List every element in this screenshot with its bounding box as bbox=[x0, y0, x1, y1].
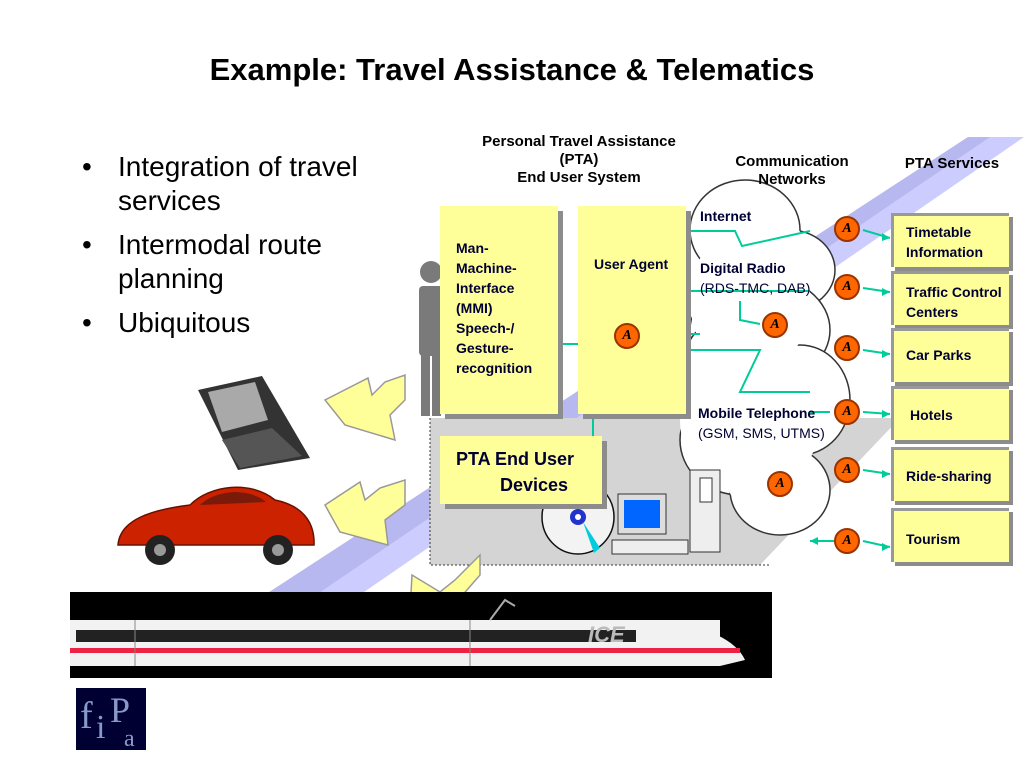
mmi-label-line: Machine- bbox=[456, 260, 517, 276]
service-label: Timetable bbox=[906, 224, 972, 240]
pta-boundary bbox=[429, 418, 770, 566]
service-ride-sharing: Ride-sharing bbox=[891, 447, 1009, 501]
networks-header-line: Networks bbox=[758, 171, 826, 188]
mmi-label-line: Interface bbox=[456, 280, 515, 296]
fipa-logo-mark: f i P a bbox=[80, 690, 135, 752]
service-timetable: Timetable Information bbox=[891, 213, 1009, 267]
bullet-item: Intermodal route planning bbox=[80, 228, 410, 296]
network-digital-radio: Digital Radio bbox=[700, 260, 786, 276]
user-agent-label: User Agent bbox=[594, 256, 669, 272]
pda-icon bbox=[198, 376, 310, 470]
network-internet: Internet bbox=[700, 208, 752, 224]
mmi-label-line: Speech-/ bbox=[456, 320, 515, 336]
end-user-devices-box: PTA End User Devices bbox=[440, 436, 602, 504]
mmi-label-line: (MMI) bbox=[456, 300, 493, 316]
devices-label-line: PTA End User bbox=[456, 449, 575, 469]
mmi-label-line: Man- bbox=[456, 240, 489, 256]
service-tourism: Tourism bbox=[891, 508, 1009, 562]
service-traffic-control: Traffic Control Centers bbox=[891, 271, 1009, 325]
agent-icon: A bbox=[834, 399, 860, 425]
slide-title: Example: Travel Assistance & Telematics bbox=[209, 52, 815, 87]
service-label: Hotels bbox=[910, 407, 953, 423]
svg-text:P: P bbox=[110, 690, 130, 730]
car-icon bbox=[117, 486, 315, 565]
agent-icon: A bbox=[614, 323, 640, 349]
service-label: Tourism bbox=[906, 531, 961, 547]
agent-icon: A bbox=[834, 528, 860, 554]
network-mobile-detail: (GSM, SMS, UTMS) bbox=[698, 425, 825, 441]
agent-icon: A bbox=[834, 457, 860, 483]
service-car-parks: Car Parks bbox=[891, 328, 1009, 382]
svg-text:f: f bbox=[80, 695, 93, 737]
networks-header: Communication Networks bbox=[722, 153, 862, 189]
devices-label-line: Devices bbox=[500, 475, 569, 495]
pta-header: Personal Travel Assistance (PTA) End Use… bbox=[456, 133, 702, 187]
mmi-label-line: Gesture- bbox=[456, 340, 514, 356]
mmi-box: Man- Machine- Interface (MMI) Speech-/ G… bbox=[440, 206, 558, 414]
svg-text:a: a bbox=[124, 726, 135, 750]
services-header: PTA Services bbox=[904, 155, 1000, 172]
mmi-label-line: recognition bbox=[456, 360, 533, 376]
bullet-item: Ubiquitous bbox=[80, 306, 410, 340]
fipa-logo: f i P a bbox=[76, 688, 146, 752]
network-mobile: Mobile Telephone bbox=[698, 405, 816, 421]
service-label: Ride-sharing bbox=[906, 468, 992, 484]
agent-icon: A bbox=[834, 216, 860, 242]
pta-header-line: Personal Travel Assistance bbox=[482, 133, 676, 150]
computer-icon bbox=[611, 469, 721, 555]
mmi-label: Man- Machine- Interface (MMI) Speech-/ G… bbox=[456, 238, 532, 378]
networks-header-line: Communication bbox=[735, 153, 849, 170]
svg-text:i: i bbox=[96, 709, 105, 746]
agent-icon: A bbox=[834, 274, 860, 300]
user-agent-box: User Agent bbox=[578, 206, 686, 414]
train-label: ICE bbox=[588, 622, 625, 647]
network-digital-radio-detail: (RDS-TMC, DAB) bbox=[700, 280, 811, 296]
service-hotels: Hotels bbox=[891, 386, 1009, 440]
agent-icon: A bbox=[762, 312, 788, 338]
agent-icon: A bbox=[834, 335, 860, 361]
bullet-list: Integration of travel services Intermoda… bbox=[80, 150, 410, 350]
service-label: Traffic Control bbox=[906, 284, 1002, 300]
pta-header-line: (PTA) bbox=[559, 151, 599, 168]
bullet-item: Integration of travel services bbox=[80, 150, 410, 218]
service-label: Centers bbox=[906, 304, 959, 320]
service-label: Information bbox=[906, 244, 983, 260]
devices-label: PTA End User Devices bbox=[456, 446, 574, 498]
train-icon bbox=[70, 598, 745, 666]
pta-header-line: End User System bbox=[517, 169, 641, 186]
service-label: Car Parks bbox=[906, 347, 972, 363]
person-icon bbox=[419, 261, 443, 416]
agent-icon: A bbox=[767, 471, 793, 497]
